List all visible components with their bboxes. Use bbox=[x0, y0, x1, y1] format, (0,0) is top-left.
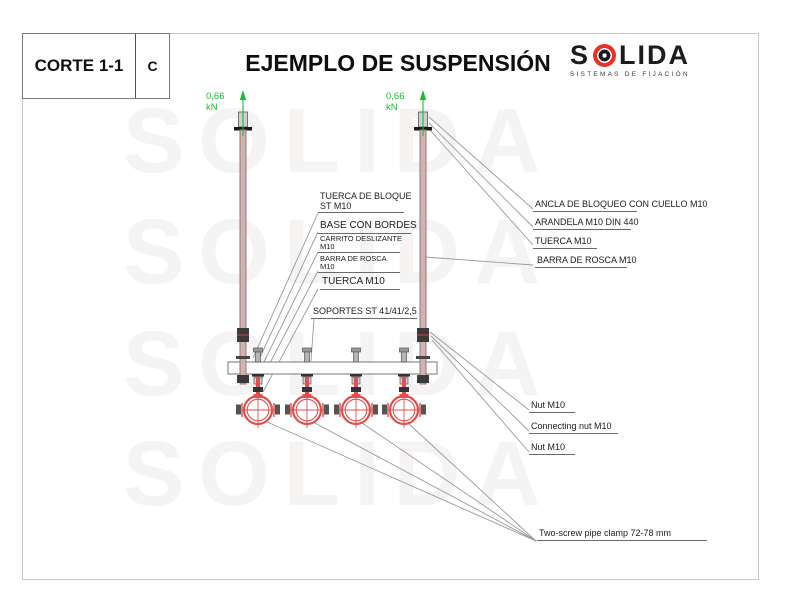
section-letter: C bbox=[135, 34, 169, 98]
callout-base-con-bordes: BASE CON BORDES bbox=[318, 220, 419, 234]
watermark-row: SOLIDA bbox=[123, 90, 555, 192]
rod-body bbox=[239, 129, 247, 385]
force-label-right: 0,66 kN bbox=[386, 91, 405, 114]
callout-barra-de-rosca-right: BARRA DE ROSCA M10 bbox=[535, 255, 639, 268]
leader-lines bbox=[252, 116, 537, 542]
force-value: 0,66 bbox=[206, 91, 225, 102]
callout-tuerca-m10-left: TUERCA M10 bbox=[320, 276, 400, 290]
callout-soportes-st: SOPORTES ST 41/41/2,5 bbox=[311, 306, 419, 319]
nut bbox=[417, 375, 429, 383]
pipe-clamp-4 bbox=[382, 347, 426, 428]
channel-strut bbox=[227, 361, 438, 375]
callout-ancla-bloqueo: ANCLA DE BLOQUEO CON CUELLO M10 bbox=[533, 199, 710, 212]
threaded-rod-right bbox=[414, 111, 432, 385]
logo-letter-s: S bbox=[570, 40, 591, 70]
force-unit: kN bbox=[206, 101, 218, 113]
force-label-left: 0,66 kN bbox=[206, 91, 225, 114]
callout-arandela: ARANDELA M10 DIN 440 bbox=[533, 217, 641, 230]
washer bbox=[236, 356, 250, 359]
watermark-row: SOLIDA bbox=[123, 423, 555, 525]
watermark-row: SOLIDA bbox=[123, 201, 555, 303]
threaded-rod-left bbox=[234, 111, 252, 385]
section-label: CORTE 1-1 bbox=[34, 56, 124, 75]
rod-body bbox=[419, 129, 427, 385]
callout-connecting-nut: Connecting nut M10 bbox=[529, 421, 618, 434]
logo-subtitle: SISTEMAS DE FIJACIÓN bbox=[570, 71, 690, 78]
force-arrow-left bbox=[239, 90, 247, 136]
pipe-clamp-3 bbox=[334, 347, 378, 428]
washer bbox=[416, 356, 430, 359]
logo-letters-lida: LIDA bbox=[619, 40, 691, 70]
callout-tuerca-m10-right: TUERCA M10 bbox=[533, 236, 597, 249]
solida-logo: S LIDA SISTEMAS DE FIJACIÓN bbox=[570, 40, 752, 79]
nut bbox=[237, 375, 249, 383]
logo-o-icon bbox=[593, 43, 617, 67]
section-title-block: CORTE 1-1 C bbox=[22, 33, 170, 99]
page-title: EJEMPLO DE SUSPENSIÓN bbox=[245, 50, 551, 76]
callout-nut-m10-bottom: Nut M10 bbox=[529, 442, 575, 455]
callout-pipe-clamp: Two-screw pipe clamp 72-78 mm bbox=[537, 528, 707, 541]
pipe-clamp-1 bbox=[236, 347, 280, 428]
force-arrow-right bbox=[419, 90, 427, 136]
force-unit: kN bbox=[386, 101, 398, 113]
pipe-clamp-2 bbox=[285, 347, 329, 428]
callout-nut-m10-top: Nut M10 bbox=[529, 400, 575, 413]
force-value: 0,66 bbox=[386, 91, 405, 102]
